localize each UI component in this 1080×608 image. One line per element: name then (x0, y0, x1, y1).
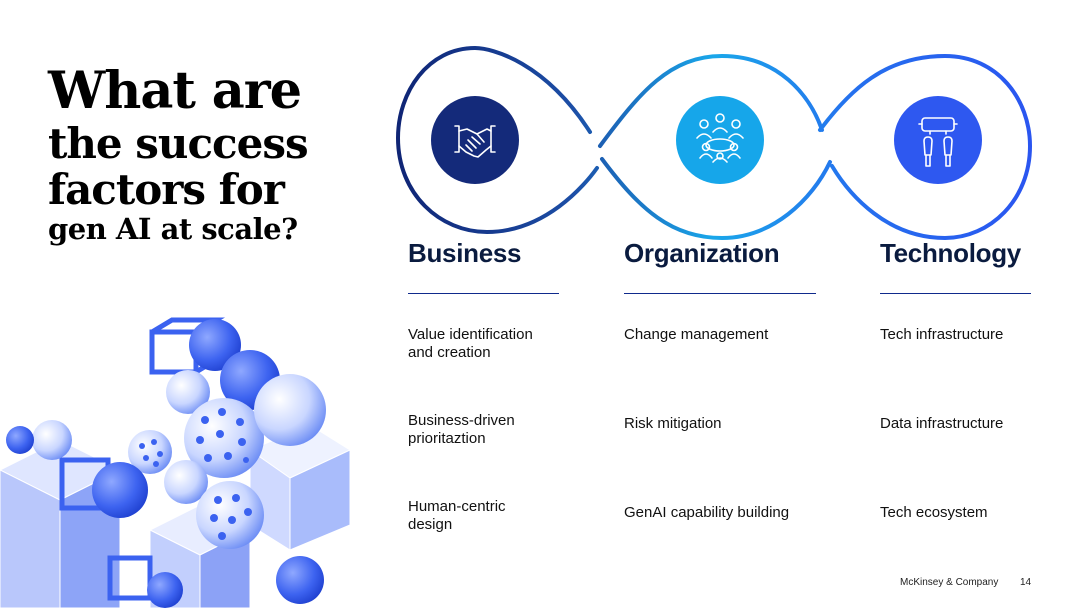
list-item: Change management (624, 326, 769, 343)
pillar-organization: Organization (624, 238, 816, 294)
pillar-technology: Technology (880, 238, 1031, 294)
footer-company: McKinsey & Company (900, 577, 999, 588)
list-item: Risk mitigation (624, 415, 722, 432)
title-line-1: What are (48, 61, 302, 121)
business-icon-circle (431, 96, 519, 184)
loop-path (395, 45, 1033, 241)
list-item: Tech ecosystem (880, 504, 988, 521)
pillar-divider (624, 293, 816, 294)
title-line-2: the success (48, 119, 309, 168)
list-item: Business-driven prioritaztion (408, 412, 515, 447)
page-number: 14 (1020, 577, 1032, 588)
pillar-title-business: Business (408, 238, 522, 268)
list-item: Human-centric design (408, 498, 506, 533)
list-item: GenAI capability building (624, 504, 790, 521)
list-item: Tech infrastructure (880, 326, 1004, 343)
technology-icon-circle (894, 96, 982, 184)
team-meeting-icon (696, 113, 744, 163)
pillar-business: Business (408, 238, 559, 294)
handshake-icon (454, 125, 496, 158)
list-item: Data infrastructure (880, 415, 1004, 432)
pillar-title-organization: Organization (624, 238, 780, 268)
organization-icon-circle (676, 96, 764, 184)
pillar-title-technology: Technology (880, 238, 1021, 268)
list-item: Value identification and creation (408, 326, 533, 361)
pillar-divider (880, 293, 1031, 294)
vr-headset-icon (918, 117, 958, 167)
pillar-divider (408, 293, 559, 294)
title-line-3: factors for (48, 165, 285, 214)
slide-title: What are the success factors for gen AI … (48, 61, 309, 246)
title-line-4: gen AI at scale? (48, 212, 298, 246)
decorative-3d-shapes-illustration (0, 317, 352, 608)
